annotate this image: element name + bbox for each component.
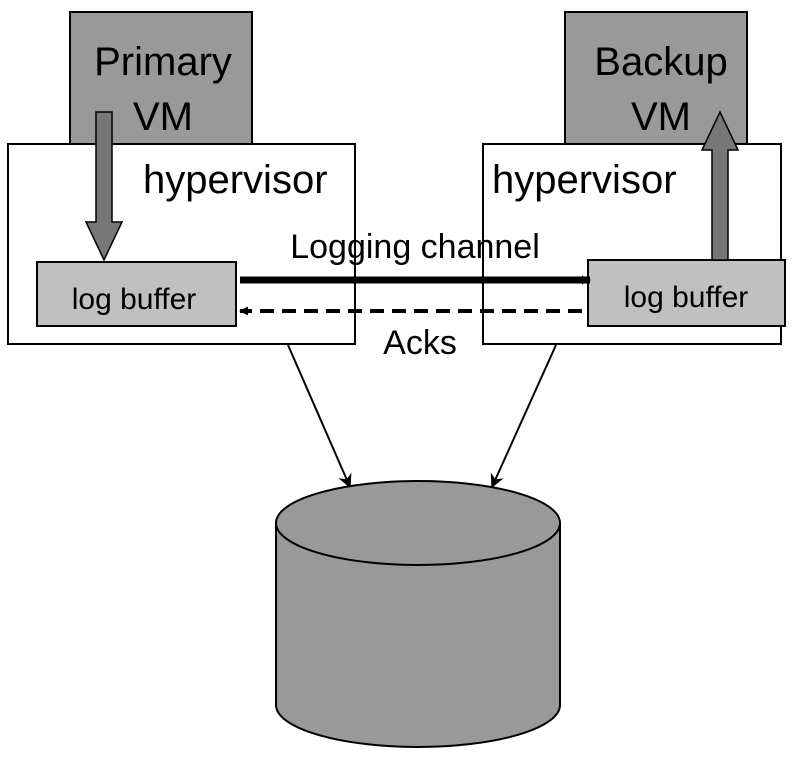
backup-log-buffer-box (587, 259, 786, 327)
shared-disk-body (275, 523, 561, 748)
shared-disk (275, 480, 561, 748)
primary-vm-label-line1: Primary (94, 40, 232, 84)
backup-log-buffer-label: log buffer (624, 281, 749, 314)
backup-hypervisor-label: hypervisor (492, 158, 677, 202)
buffer-to-backup-arrow (700, 110, 740, 261)
backup-vm-label-line1: Backup (594, 40, 727, 84)
primary-to-disk-arrow (287, 344, 352, 489)
backup-to-disk-arrow (490, 344, 557, 489)
logging-channel-label: Logging channel (290, 228, 540, 266)
primary-log-buffer-box (36, 261, 237, 327)
shared-disk-top (275, 480, 561, 566)
primary-to-buffer-arrow (84, 111, 124, 262)
backup-hypervisor: hypervisor log buffer (482, 143, 786, 345)
primary-vm-label-line2: VM (133, 95, 193, 139)
primary-log-buffer-label: log buffer (72, 283, 197, 316)
primary-hypervisor-label: hypervisor (143, 158, 328, 202)
acks-label: Acks (383, 324, 457, 362)
primary-hypervisor: hypervisor log buffer (7, 143, 356, 345)
backup-vm-label-line2: VM (631, 95, 691, 139)
